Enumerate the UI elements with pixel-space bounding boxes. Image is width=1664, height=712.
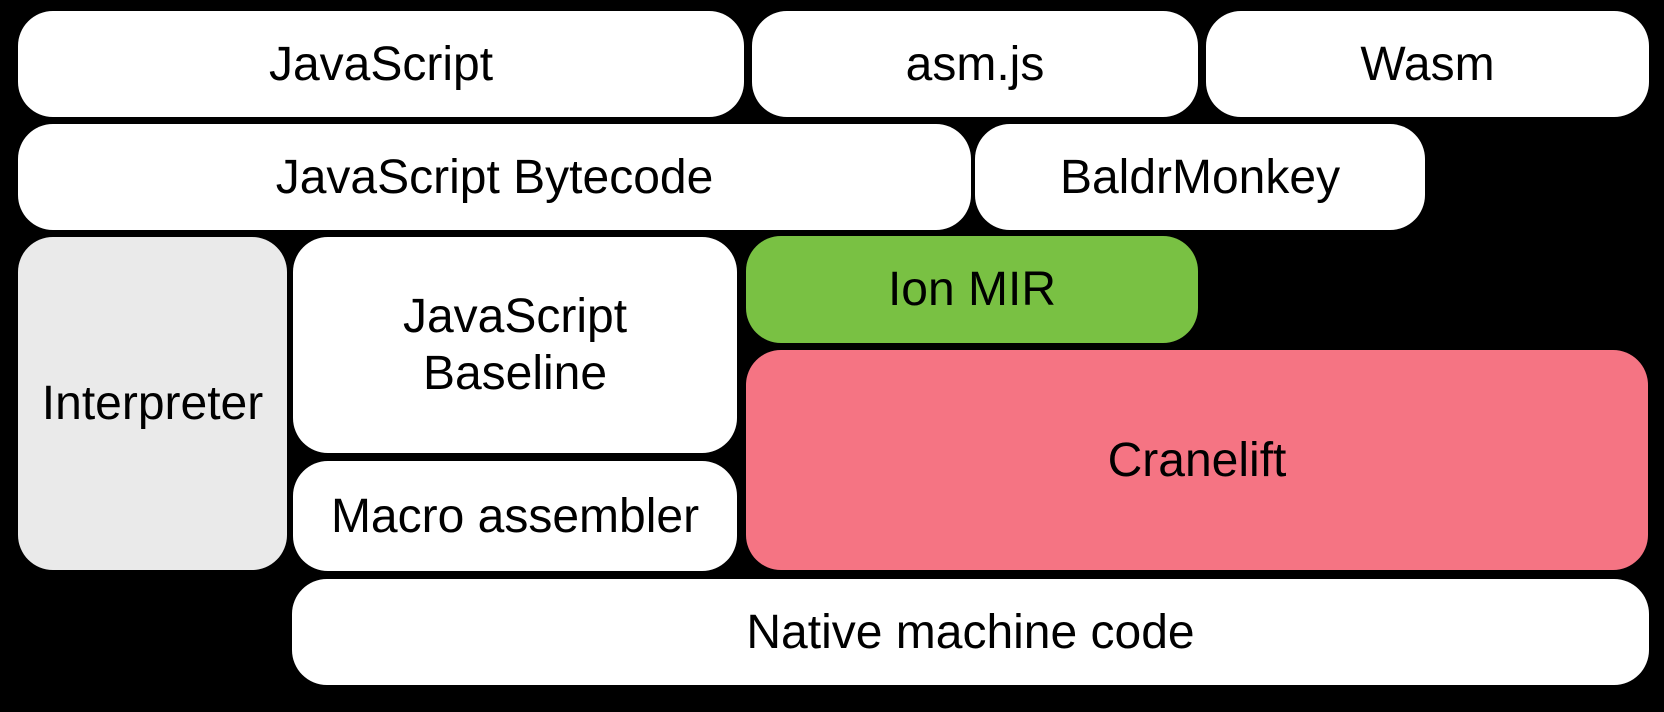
node-javascript-label: JavaScript	[268, 37, 494, 91]
node-wasm-label: Wasm	[1360, 37, 1495, 91]
node-javascript-bytecode: JavaScript Bytecode	[18, 124, 971, 230]
node-wasm: Wasm	[1206, 11, 1649, 117]
node-macro-assembler-label: Macro assembler	[330, 489, 700, 543]
node-baldrmonkey-label: BaldrMonkey	[1059, 150, 1341, 204]
node-asm-js: asm.js	[752, 11, 1198, 117]
node-javascript-baseline: JavaScript Baseline	[293, 237, 737, 453]
node-baldrmonkey: BaldrMonkey	[975, 124, 1425, 230]
node-ion-mir-label: Ion MIR	[887, 263, 1057, 316]
node-native-machine-code: Native machine code	[292, 579, 1649, 685]
node-javascript-baseline-label-line1: JavaScript	[402, 290, 628, 343]
node-macro-assembler: Macro assembler	[293, 461, 737, 571]
node-ion-mir: Ion MIR	[746, 236, 1198, 343]
node-cranelift-label: Cranelift	[1107, 433, 1287, 487]
node-native-machine-code-label: Native machine code	[746, 605, 1195, 659]
node-javascript-baseline-label-line2: Baseline	[422, 347, 608, 400]
node-javascript: JavaScript	[18, 11, 744, 117]
node-asm-js-label: asm.js	[905, 37, 1045, 91]
node-interpreter: Interpreter	[18, 237, 287, 570]
node-interpreter-label: Interpreter	[41, 377, 264, 430]
node-javascript-bytecode-label: JavaScript Bytecode	[275, 150, 714, 204]
node-cranelift: Cranelift	[746, 350, 1648, 570]
